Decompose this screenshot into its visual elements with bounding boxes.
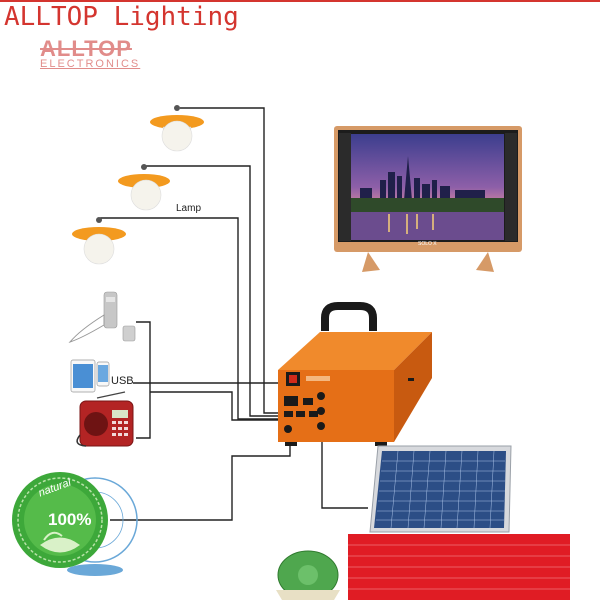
flashlight bbox=[68, 291, 136, 344]
lamp-label: Lamp bbox=[176, 203, 202, 214]
solar-panel bbox=[369, 445, 512, 533]
watermark-sub-text: ELECTRONICS bbox=[40, 58, 141, 70]
packaging-pattern bbox=[348, 544, 570, 590]
quality-badge-small bbox=[276, 550, 340, 600]
header-band bbox=[0, 0, 600, 2]
badge-percent: 100% bbox=[48, 510, 92, 529]
solar-generator bbox=[278, 302, 432, 446]
television bbox=[334, 126, 522, 272]
tv-brand-text: SOLO X bbox=[418, 241, 437, 247]
tablet-phone bbox=[70, 359, 110, 393]
lamp-2 bbox=[118, 164, 170, 211]
usb-label: USB bbox=[111, 375, 134, 387]
lamp-1 bbox=[150, 105, 204, 152]
watermark-logo: ALLTOP ELECTRONICS bbox=[40, 36, 141, 71]
brand-title: ALLTOP Lighting bbox=[4, 2, 239, 32]
natural-badge bbox=[12, 472, 108, 568]
lamp-3 bbox=[72, 217, 126, 265]
watermark-logo-text: ALLTOP bbox=[40, 36, 132, 61]
radio bbox=[76, 391, 134, 447]
